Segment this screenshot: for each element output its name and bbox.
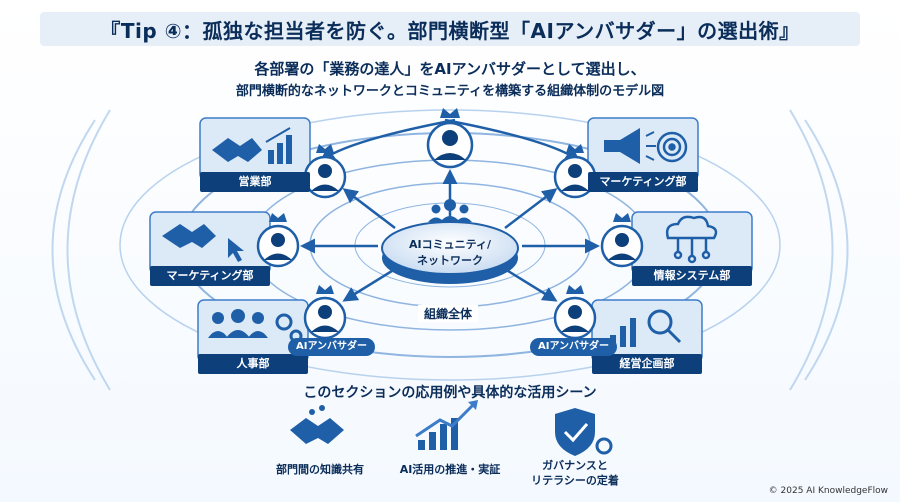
- center-label-line-2: ネットワーク: [417, 254, 483, 267]
- magnifier-icon: [647, 309, 682, 344]
- use-case-promotion: AI活用の推進・実証: [399, 463, 501, 476]
- shield-check-icon: [555, 408, 613, 456]
- organization-label: 組織全体: [418, 305, 479, 322]
- arc-top-left: [319, 118, 456, 162]
- center-label-line-1: AIコミュニティ/: [409, 238, 491, 251]
- handshake-icon: [212, 138, 262, 162]
- target-icon: [656, 131, 688, 163]
- subtitle-line-2: 部門横断的なネットワークとコミュニティを構築する組織体制のモデル図: [235, 84, 665, 99]
- avatar-left-bottom: [303, 296, 347, 340]
- cloud-network-icon: [665, 215, 718, 264]
- use-case-governance-line-2: リテラシーの定着: [531, 474, 619, 487]
- crown-icon: [613, 213, 631, 222]
- dept-label-left-bottom: 人事部: [198, 354, 308, 374]
- use-case-governance-line-1: ガバナンスと: [542, 459, 608, 472]
- handshake-cursor-icon: [162, 224, 244, 262]
- avatar-right-top: [553, 155, 597, 199]
- connection-arrows: [300, 118, 600, 302]
- subtitle-line-1: 各部署の「業務の達人」をAIアンバサダーとして選出し、: [254, 60, 646, 78]
- sharing-handshake-icon: [290, 405, 344, 444]
- ambassador-label-left: AIアンバサダー: [288, 338, 376, 356]
- copyright-text: © 2025 AI KnowledgeFlow: [768, 486, 888, 496]
- center-platform: [381, 199, 519, 284]
- crown-icon: [440, 108, 460, 118]
- avatar-right-mid: [600, 224, 644, 268]
- arrow-left-bottom: [342, 264, 401, 302]
- arrow-left-top: [342, 188, 396, 229]
- use-case-sharing: 部門間の知識共有: [276, 463, 364, 476]
- arrow-right-top: [504, 188, 558, 229]
- dept-label-right-top: マーケティング部: [588, 172, 698, 192]
- avatar-top: [426, 121, 474, 169]
- community-icon: [428, 199, 472, 222]
- dept-label-left-top: 営業部: [200, 172, 310, 192]
- avatar-left-mid: [256, 224, 300, 268]
- arrow-right-bottom: [499, 264, 558, 302]
- crown-icon: [566, 144, 584, 153]
- crown-icons: [269, 108, 631, 294]
- avatar-left-top: [303, 155, 347, 199]
- megaphone-icon: [604, 128, 656, 164]
- ambassador-label-right: AIアンバサダー: [530, 338, 618, 356]
- center-network-label: AIコミュニティ/ ネットワーク: [390, 236, 510, 268]
- page-title: 『Tip ④：孤独な担当者を防ぐ。部門横断型「AIアンバサダー」の選出術』: [100, 18, 800, 43]
- title-bar: 『Tip ④：孤独な担当者を防ぐ。部門横断型「AIアンバサダー」の選出術』: [40, 12, 860, 46]
- arc-top-right: [444, 118, 581, 162]
- bar-chart-icon: [265, 127, 292, 164]
- avatar-right-bottom: [553, 296, 597, 340]
- rocket-growth-icon: [415, 400, 478, 450]
- crown-icon: [566, 285, 584, 294]
- dept-label-right-mid: 情報システム部: [632, 266, 752, 286]
- background-swooshes: [51, 109, 849, 391]
- crown-icon: [269, 213, 287, 222]
- use-case-section-title: このセクションの応用例や具体的な活用シーン: [303, 385, 597, 401]
- dept-label-left-mid: マーケティング部: [150, 266, 270, 286]
- crown-icon: [316, 144, 334, 153]
- dept-label-right-bottom: 経営企画部: [592, 354, 702, 374]
- use-case-governance: ガバナンスと リテラシーの定着: [505, 458, 645, 488]
- team-icon: [208, 309, 268, 338]
- crown-icon: [316, 285, 334, 294]
